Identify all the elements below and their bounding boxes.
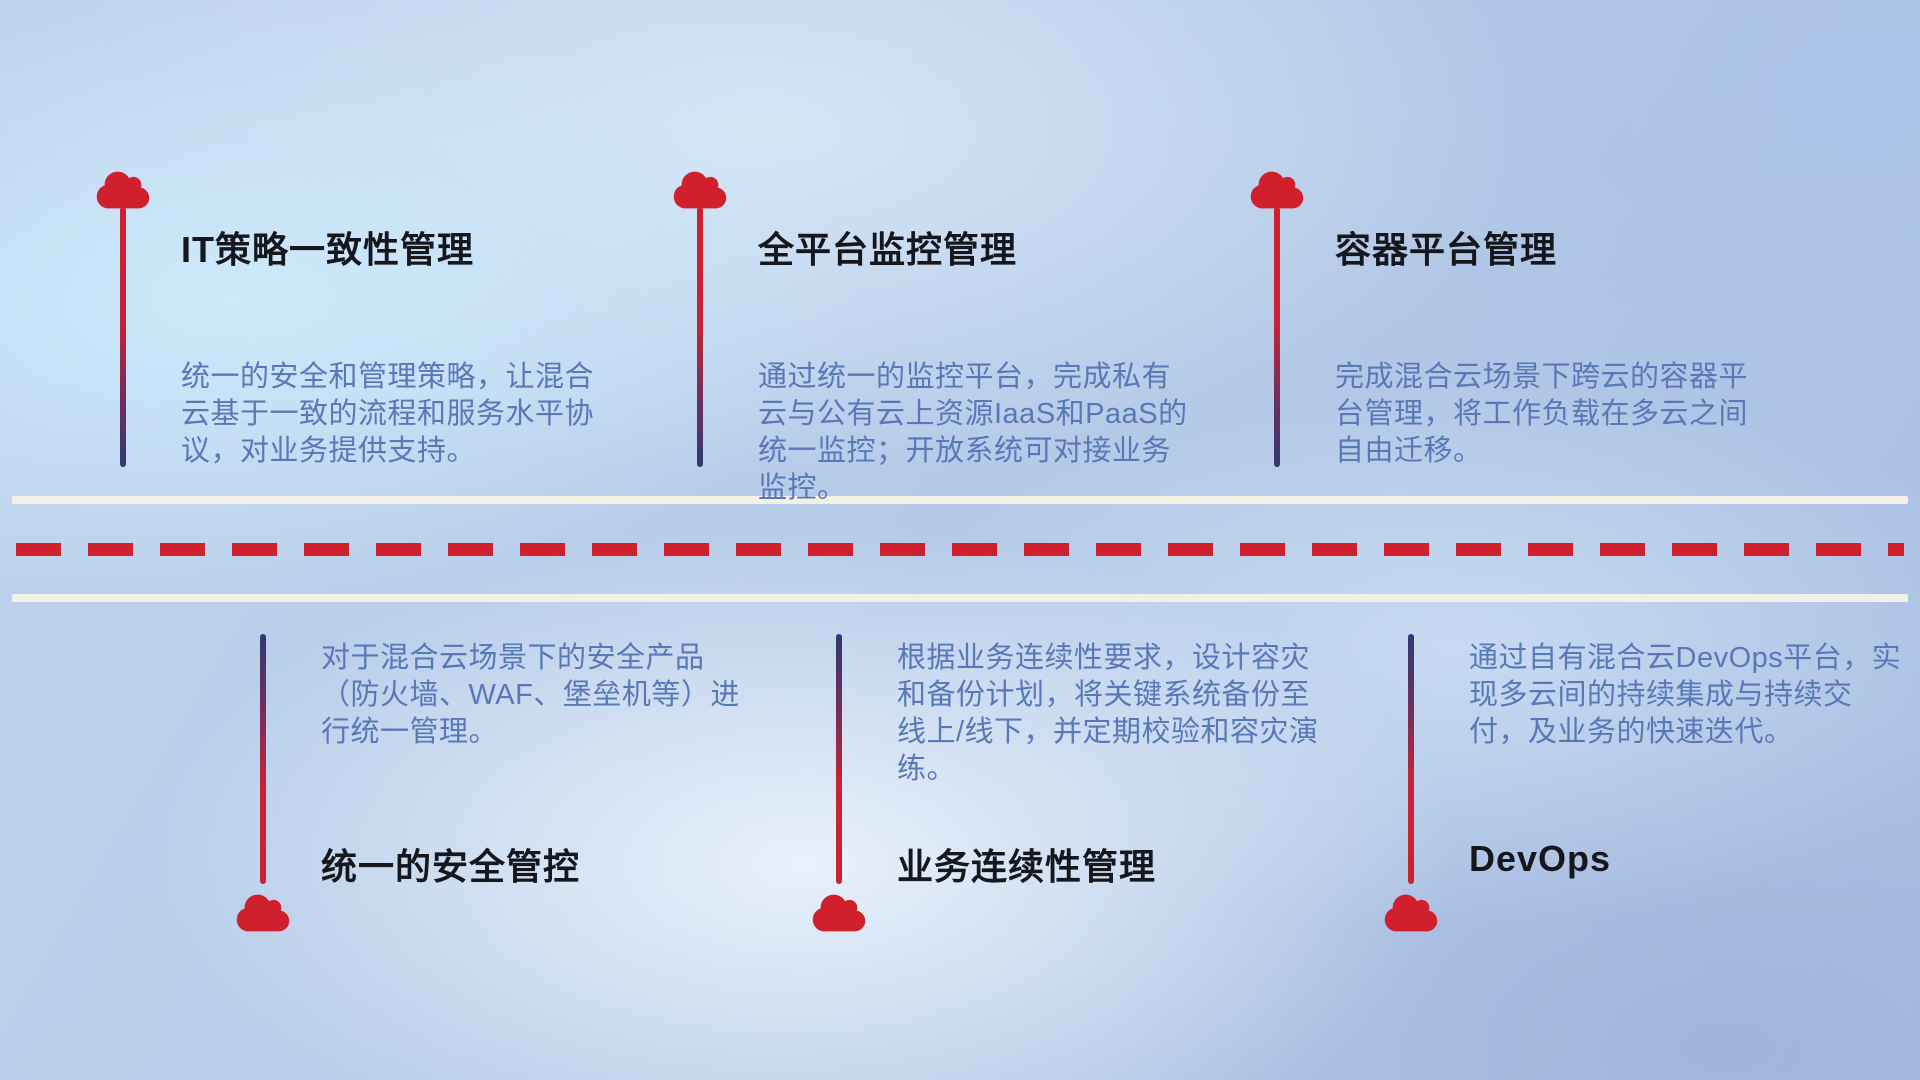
milestone-title: 统一的安全管控 [321, 846, 581, 887]
milestone-title: 容器平台管理 [1335, 229, 1558, 270]
cloud-icon [812, 892, 866, 934]
cloud-icon [1384, 892, 1438, 934]
milestone-line [1408, 634, 1414, 884]
milestone-title: 全平台监控管理 [758, 229, 1018, 270]
milestone-title: DevOps [1469, 838, 1612, 879]
milestone-line [1274, 207, 1280, 467]
milestone-description: 统一的安全和管理策略，让混合云基于一致的流程和服务水平协议，对业务提供支持。 [181, 361, 595, 467]
road-solid-line-top [12, 496, 1908, 504]
milestone-description: 通过自有混合云DevOps平台，实现多云间的持续集成与持续交付，及业务的快速迭代… [1469, 642, 1902, 748]
milestone-line [836, 634, 842, 884]
milestone-line [120, 207, 126, 467]
road-solid-line-bottom [12, 594, 1908, 602]
milestone-description: 通过统一的监控平台，完成私有云与公有云上资源IaaS和PaaS的统一监控；开放系… [758, 361, 1188, 504]
milestone-title: 业务连续性管理 [897, 846, 1157, 887]
milestone-description: 根据业务连续性要求，设计容灾和备份计划，将关键系统备份至线上/线下，并定期校验和… [897, 642, 1319, 785]
milestone-title: IT策略一致性管理 [181, 229, 474, 270]
milestone-line [697, 207, 703, 467]
cloud-icon [673, 169, 727, 211]
cloud-icon [96, 169, 150, 211]
cloud-icon [1250, 169, 1304, 211]
road-dashed-line [16, 543, 1904, 556]
milestone-description: 完成混合云场景下跨云的容器平台管理，将工作负载在多云之间自由迁移。 [1335, 361, 1749, 467]
milestone-line [260, 634, 266, 884]
milestone-description: 对于混合云场景下的安全产品（防火墙、WAF、堡垒机等）进行统一管理。 [321, 642, 740, 748]
cloud-icon [236, 892, 290, 934]
